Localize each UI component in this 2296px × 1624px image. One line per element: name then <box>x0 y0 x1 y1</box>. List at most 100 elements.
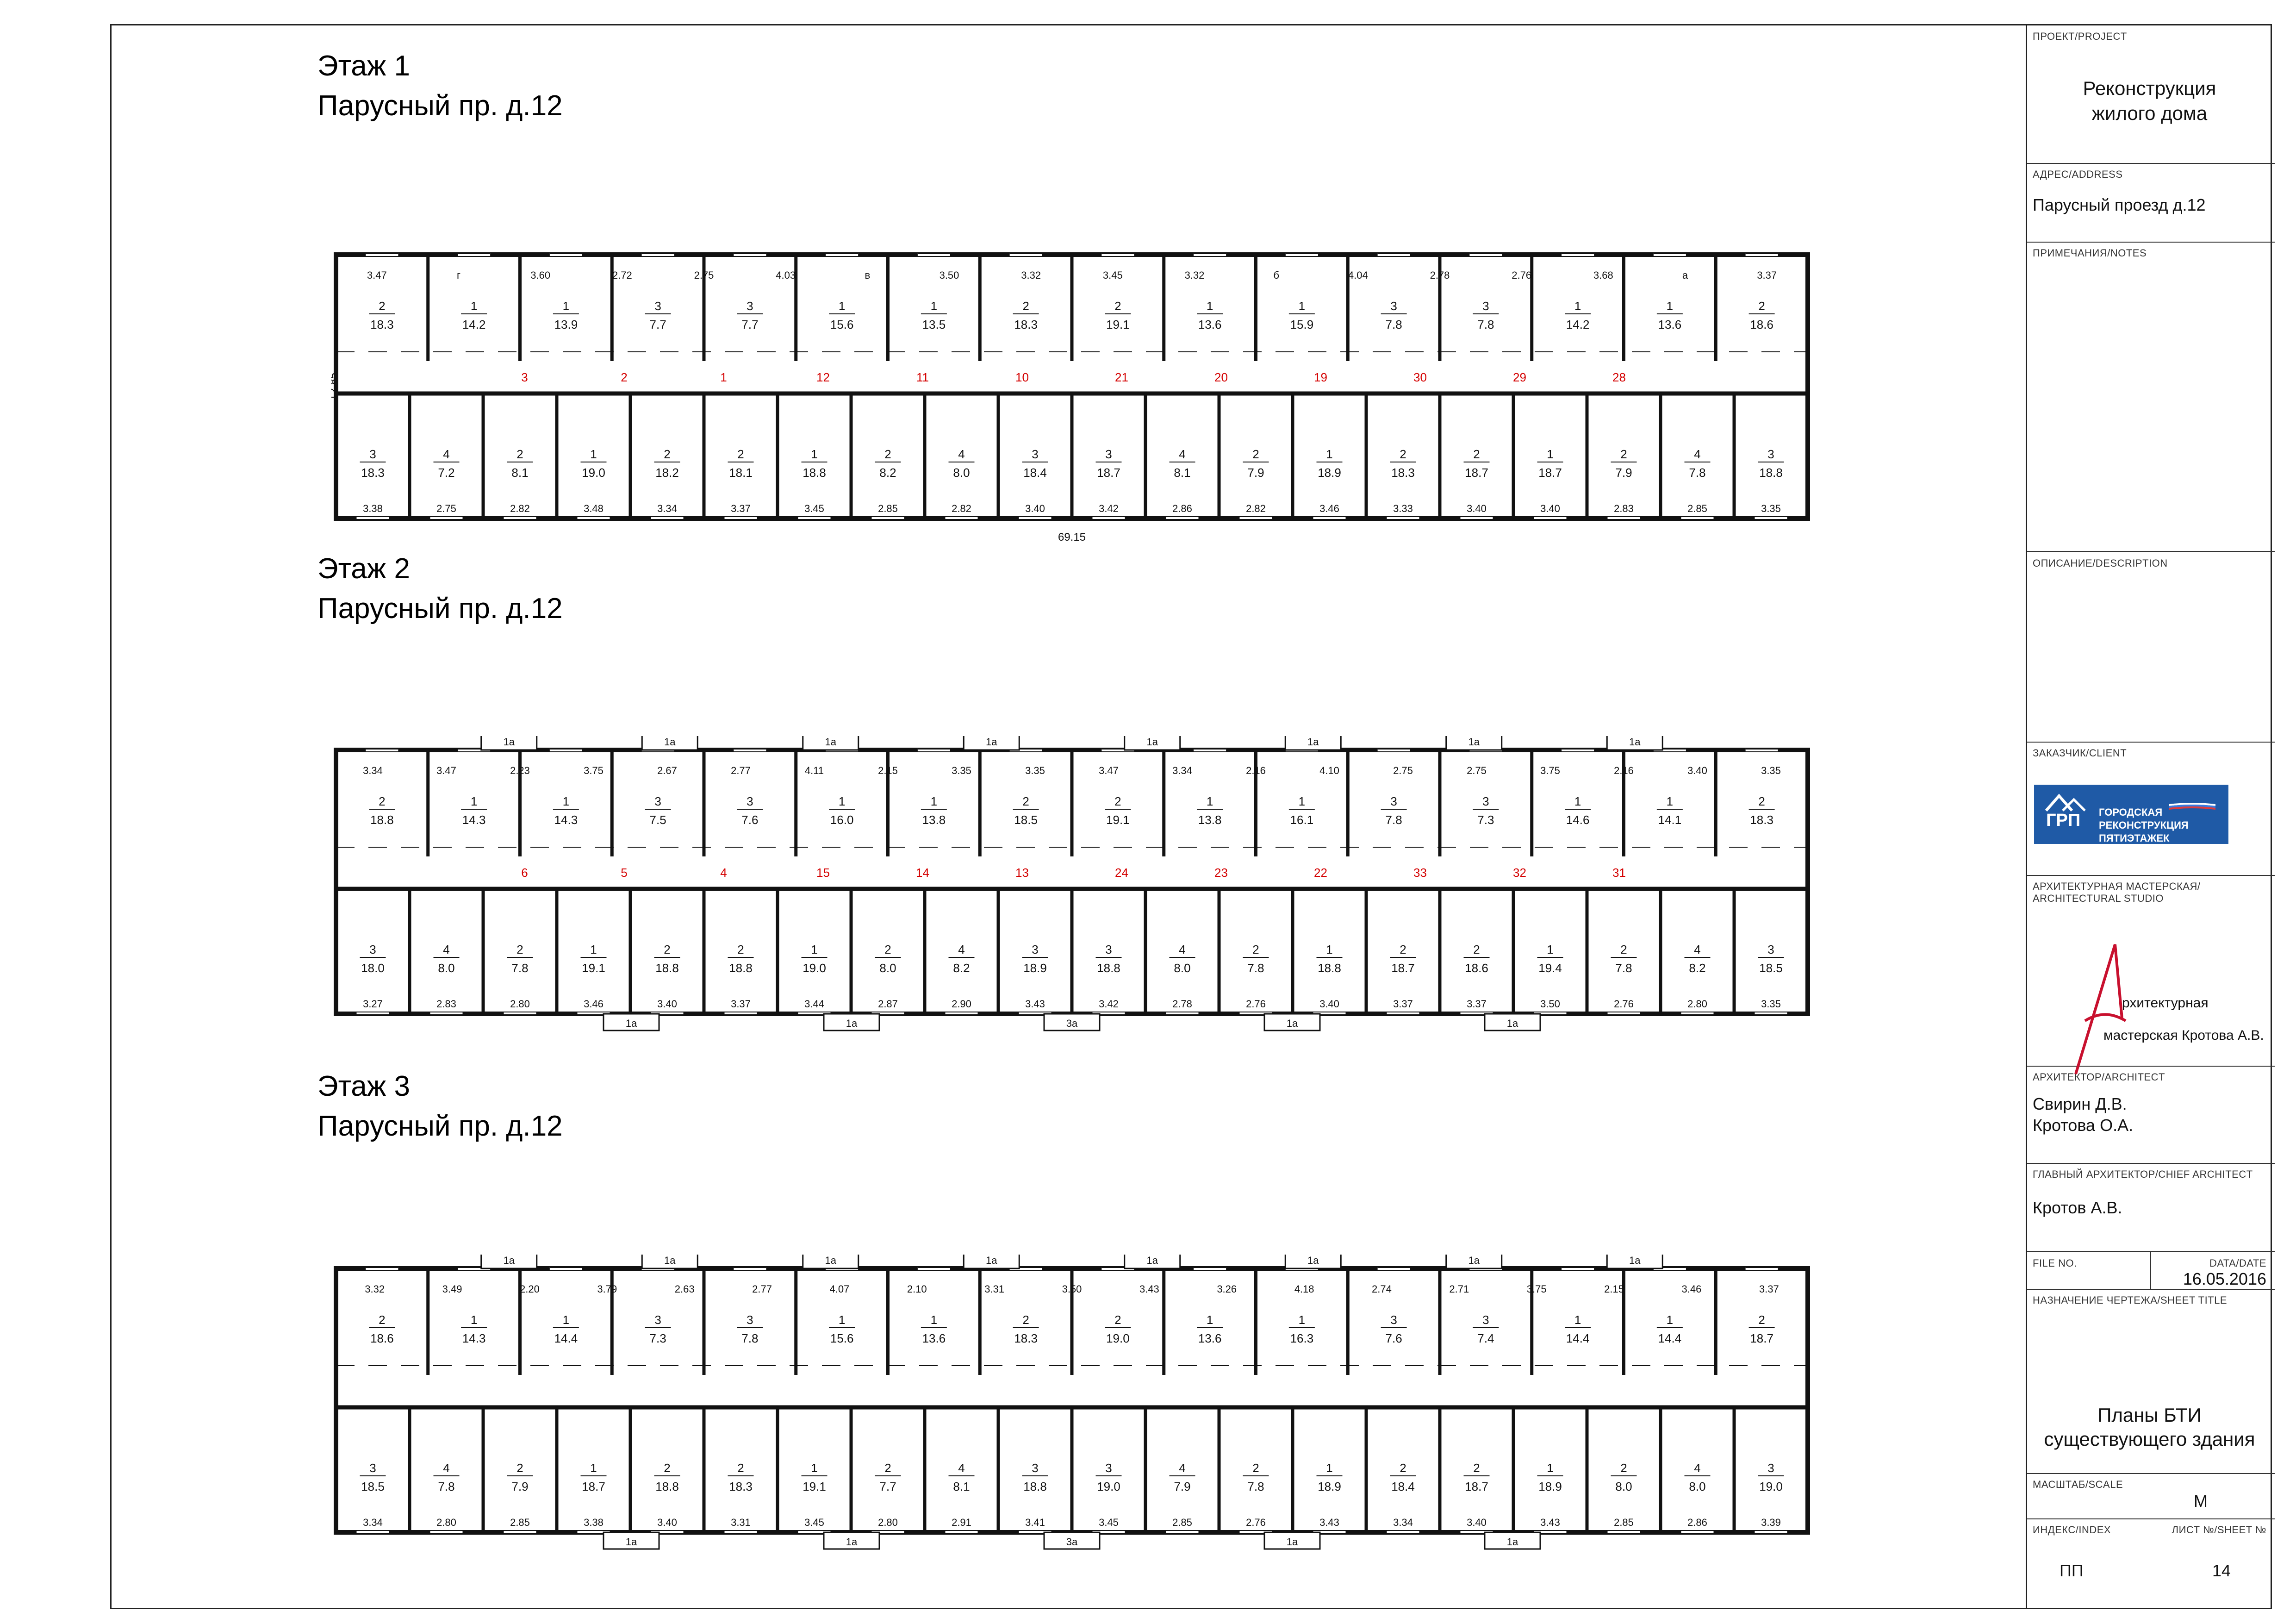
balcony <box>641 736 698 751</box>
dimension-label: 2.90 <box>952 998 971 1010</box>
studio-logo-line2: мастерская Кротова А.В. <box>2103 1028 2264 1043</box>
room-number: 2 <box>1620 447 1627 461</box>
room-area: 19.0 <box>582 466 605 480</box>
balcony <box>802 736 859 751</box>
dimension-label: 3.37 <box>731 998 751 1010</box>
dimension-label: 2.75 <box>1467 765 1487 776</box>
room-area: 14.3 <box>462 1331 486 1345</box>
dimension-label: а <box>1682 269 1688 281</box>
room-number: 1 <box>931 1313 937 1327</box>
balcony-label: 1а <box>825 736 837 748</box>
apartment-number: 23 <box>1214 866 1228 880</box>
balcony-label: 1а <box>1307 736 1319 748</box>
balcony-label: 1а <box>1468 1255 1480 1266</box>
dimension-label: 3.40 <box>1319 998 1339 1010</box>
room-area: 18.8 <box>1097 961 1120 975</box>
room-number: 2 <box>1758 794 1765 808</box>
balcony-label: 1а <box>504 736 515 748</box>
dimension-label: 2.91 <box>952 1517 971 1528</box>
room-area: 16.1 <box>1290 813 1314 827</box>
room-number: 2 <box>664 943 670 956</box>
file-no-label: FILE NO. <box>2033 1257 2077 1269</box>
room-number: 1 <box>1667 1313 1673 1327</box>
studio-logo-line1: рхитектурная <box>2122 995 2209 1011</box>
dimension-label: 2.23 <box>510 765 530 776</box>
room-area: 18.8 <box>370 813 394 827</box>
room-area: 18.8 <box>655 961 679 975</box>
dimension-label: 3.33 <box>1393 503 1413 514</box>
apartment-number: 11 <box>916 370 929 384</box>
room-area: 8.0 <box>1615 1480 1632 1493</box>
room-number: 2 <box>1400 943 1406 956</box>
room-number: 1 <box>1207 1313 1213 1327</box>
room-area: 7.8 <box>1615 961 1632 975</box>
dimension-label: 2.75 <box>436 503 456 514</box>
dimension-label: 4.04 <box>1348 269 1368 281</box>
dimension-label: 3.75 <box>1527 1283 1547 1295</box>
room-area: 7.9 <box>1174 1480 1190 1493</box>
room-number: 1 <box>471 1313 477 1327</box>
sheet-title-line2: существующего здания <box>2044 1428 2255 1450</box>
room-area: 15.6 <box>830 1331 854 1345</box>
dimension-label: 3.40 <box>1025 503 1045 514</box>
dimension-label: 3.40 <box>1687 765 1707 776</box>
dimension-label: 2.76 <box>1246 1517 1266 1528</box>
room-number: 1 <box>1207 299 1213 313</box>
room-area: 7.3 <box>650 1331 666 1345</box>
dimension-label: 2.76 <box>1246 998 1266 1010</box>
dimension-label: 4.18 <box>1294 1283 1314 1295</box>
room-number: 4 <box>1694 1461 1700 1475</box>
room-number: 4 <box>1694 943 1700 956</box>
divider <box>2027 1066 2275 1067</box>
dimension-label: 2.85 <box>1614 1517 1634 1528</box>
room-number: 1 <box>590 943 597 956</box>
entrance <box>1043 1531 1101 1550</box>
room-number: 2 <box>1473 447 1480 461</box>
room-number: 2 <box>884 943 891 956</box>
dimension-label: 2.85 <box>878 503 898 514</box>
dimension-label: 3.35 <box>1025 765 1045 776</box>
room-number: 1 <box>1574 1313 1581 1327</box>
balcony-label: 1а <box>1629 736 1641 748</box>
scale-label: МАСШТАБ/SCALE <box>2033 1479 2123 1490</box>
dimension-label: 3.45 <box>1099 1517 1119 1528</box>
dimension-label: 2.80 <box>510 998 530 1010</box>
room-number: 2 <box>1400 1461 1406 1475</box>
room-area: 14.3 <box>462 813 486 827</box>
room-area: 18.8 <box>655 1480 679 1493</box>
room-area: 15.9 <box>1290 318 1314 331</box>
dimension-label: 3.60 <box>530 269 550 281</box>
dimension-label: 3.40 <box>657 998 677 1010</box>
dimension-label: 3.40 <box>1467 1517 1487 1528</box>
floor2-title: Этаж 2 Парусный пр. д.12 <box>317 549 563 629</box>
dimension-label: 3.47 <box>367 269 387 281</box>
apartment-number: 22 <box>1314 866 1327 880</box>
balcony <box>1445 736 1503 751</box>
dimension-label: 3.31 <box>731 1517 751 1528</box>
balcony-label: 1а <box>1307 1255 1319 1266</box>
dimension-label: 4.07 <box>829 1283 849 1295</box>
dimension-label: 3.37 <box>1467 998 1487 1010</box>
apartment-number: 29 <box>1513 370 1526 384</box>
entrance <box>823 1531 880 1550</box>
dimension-label: 2.76 <box>1614 998 1634 1010</box>
room-number: 3 <box>1105 447 1112 461</box>
dimension-label: 3.43 <box>1319 1517 1339 1528</box>
client-logo-abbr: ГРП <box>2046 811 2081 830</box>
room-number: 3 <box>1032 943 1038 956</box>
date-value: 16.05.2016 <box>2183 1269 2266 1288</box>
apartment-number: 10 <box>1015 370 1029 384</box>
dimension-label: 3.40 <box>1467 503 1487 514</box>
room-area: 8.0 <box>1689 1480 1705 1493</box>
room-area: 18.4 <box>1391 1480 1415 1493</box>
balcony-label: 1а <box>1629 1255 1641 1266</box>
architect-2: Кротова О.А. <box>2033 1116 2134 1135</box>
room-number: 2 <box>1620 943 1627 956</box>
scale-value: М <box>2194 1492 2208 1511</box>
room-area: 13.5 <box>922 318 946 331</box>
entrance <box>1263 1013 1321 1031</box>
dimension-label: г <box>457 269 460 281</box>
room-area: 14.3 <box>554 813 578 827</box>
dimension-label: 3.27 <box>363 998 383 1010</box>
